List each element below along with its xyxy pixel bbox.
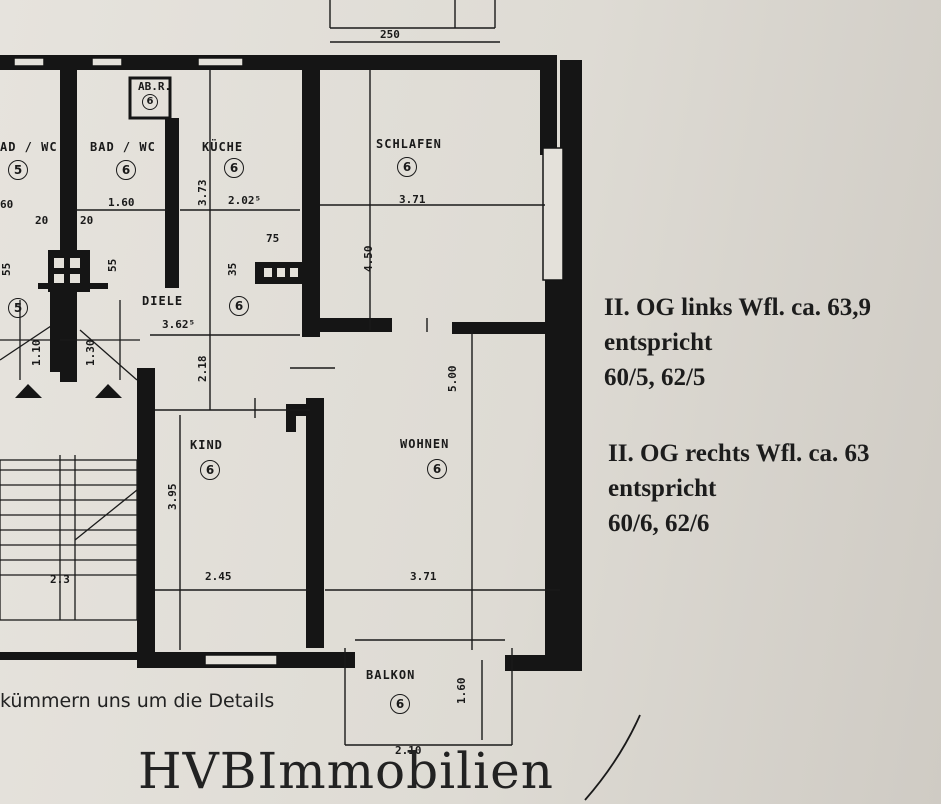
dimension-label: 2.3 <box>50 573 70 586</box>
dimension-label: 60 <box>0 198 14 211</box>
dimension-label-vertical: 5.00 <box>446 365 459 393</box>
info-links-units: 60/5, 62/5 <box>604 364 706 391</box>
dimension-label: 3.71 <box>399 193 426 206</box>
dimension-label: 250 <box>380 28 400 41</box>
dimension-label-vertical: 1.60 <box>455 677 468 705</box>
room-number-badge: 6 <box>116 160 136 180</box>
dimension-label-vertical: 35 <box>226 262 239 276</box>
room-number-badge: 6 <box>229 296 249 316</box>
room-label-balkon: BALKON <box>366 668 416 682</box>
room-number-badge: 5 <box>8 298 28 318</box>
room-label-kind: KIND <box>190 438 223 452</box>
dimension-label: 3.62⁵ <box>162 318 196 331</box>
dimension-label: 20 <box>35 214 49 227</box>
info-rechts-label: entspricht <box>608 475 717 502</box>
room-number-badge: 6 <box>397 157 417 177</box>
room-label-bad-wc: BAD / WC <box>90 140 156 154</box>
room-label-bad-wc-left: AD / WC <box>0 140 58 154</box>
room-label-schlafen: SCHLAFEN <box>376 137 442 151</box>
dimension-label: 75 <box>266 232 280 245</box>
room-number-badge: 6 <box>427 459 447 479</box>
brand-logo-text: HVBImmobilien <box>138 742 554 800</box>
dimension-label: 20 <box>80 214 94 227</box>
dimension-label: 2.45 <box>205 570 232 583</box>
dimension-label-vertical: 1.30 <box>84 339 97 367</box>
dimension-label-vertical: 1.10 <box>30 339 43 367</box>
dimension-label: 2.02⁵ <box>228 194 262 207</box>
room-number-badge: 5 <box>8 160 28 180</box>
dimension-label-vertical: 2.18 <box>196 355 209 383</box>
room-label-diele: DIELE <box>142 294 184 308</box>
info-links-label: entspricht <box>604 329 713 356</box>
room-number-badge: 6 <box>142 94 158 110</box>
room-label-abstellraum: AB.R. <box>138 80 172 93</box>
room-number-badge: 6 <box>390 694 410 714</box>
info-rechts-area: II. OG rechts Wfl. ca. 63 <box>608 440 870 467</box>
dimension-label-vertical: 55 <box>106 258 119 272</box>
dimension-label-vertical: 4.50 <box>362 245 375 273</box>
room-number-badge: 6 <box>200 460 220 480</box>
room-number-badge: 6 <box>224 158 244 178</box>
info-block-links: II. OG links Wfl. ca. 63,9 entspricht 60… <box>604 290 871 395</box>
room-label-kueche: KÜCHE <box>202 140 244 154</box>
dimension-label-vertical: 55 <box>0 262 13 276</box>
dimension-label: 3.71 <box>410 570 437 583</box>
dimension-label-vertical: 3.73 <box>196 179 209 207</box>
dimension-label: 1.60 <box>108 196 135 209</box>
info-links-area: II. OG links Wfl. ca. 63,9 <box>604 294 871 321</box>
room-label-wohnen: WOHNEN <box>400 437 450 451</box>
info-block-rechts: II. OG rechts Wfl. ca. 63 entspricht 60/… <box>608 436 870 541</box>
dimension-label-vertical: 3.95 <box>166 483 179 511</box>
info-rechts-units: 60/6, 62/6 <box>608 510 710 537</box>
dimension-label: 2.10 <box>395 744 422 757</box>
tagline: kümmern uns um die Details <box>0 690 275 712</box>
